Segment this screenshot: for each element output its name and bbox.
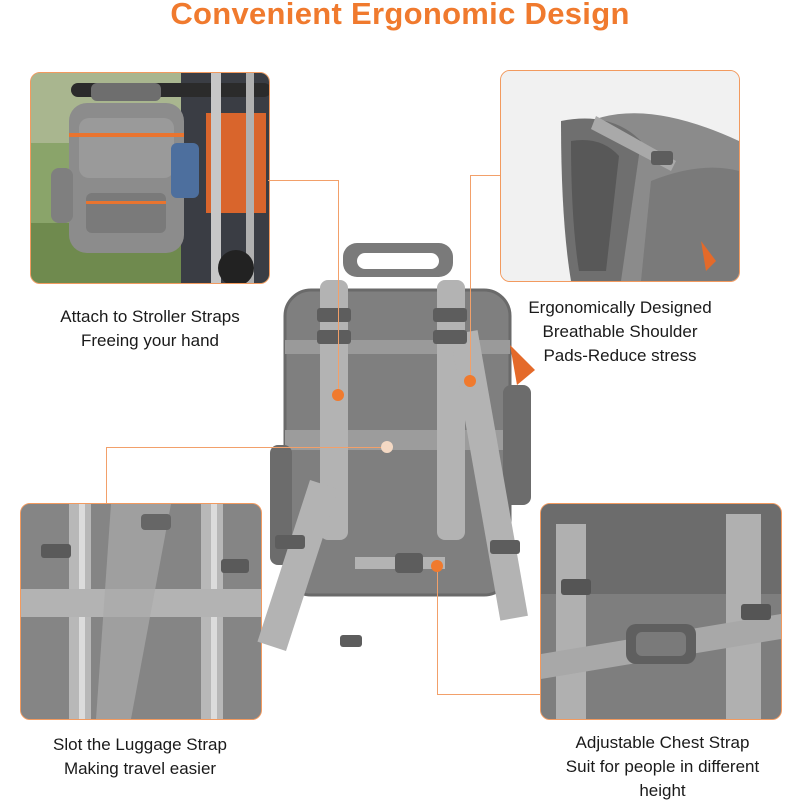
stroller-photo <box>30 72 270 284</box>
backpack-image <box>257 243 535 651</box>
caption-stroller-line-2: Freeing your hand <box>81 331 219 350</box>
caption-luggage-line-1: Slot the Luggage Strap <box>53 735 227 754</box>
caption-shoulder: Ergonomically Designed Breathable Should… <box>495 296 745 368</box>
leader-line-shoulder-v <box>470 175 471 380</box>
shoulder-pad-photo <box>500 70 740 282</box>
leader-line-luggage-h <box>106 447 386 448</box>
caption-chest: Adjustable Chest Strap Suit for people i… <box>540 731 785 803</box>
caption-chest-line-1: Adjustable Chest Strap <box>575 733 750 752</box>
marker-dot-shoulder <box>464 375 476 387</box>
luggage-strap-image <box>21 504 261 719</box>
backpack-back-view <box>255 235 540 675</box>
caption-shoulder-line-3: Pads-Reduce stress <box>543 346 697 365</box>
page-title: Convenient Ergonomic Design <box>170 0 630 31</box>
marker-dot-luggage <box>381 441 393 453</box>
caption-shoulder-line-1: Ergonomically Designed <box>528 298 712 317</box>
caption-luggage-line-2: Making travel easier <box>63 759 217 778</box>
caption-luggage: Slot the Luggage Strap Making travel eas… <box>15 733 265 781</box>
leader-line-luggage-v <box>106 447 107 503</box>
leader-line-shoulder-h <box>470 175 500 176</box>
leader-line-stroller-v <box>338 180 339 395</box>
marker-dot-chest <box>431 560 443 572</box>
leader-line-chest-h <box>437 694 540 695</box>
caption-chest-line-3: height <box>639 781 686 800</box>
caption-stroller-line-1: Attach to Stroller Straps <box>60 307 240 326</box>
chest-strap-image <box>541 504 781 719</box>
luggage-strap-photo <box>20 503 262 720</box>
leader-line-chest-v <box>437 566 438 694</box>
chest-strap-photo <box>540 503 782 720</box>
caption-chest-line-2: Suit for people in different <box>565 757 760 776</box>
leader-line-stroller-h <box>268 180 338 181</box>
caption-stroller: Attach to Stroller Straps Freeing your h… <box>25 305 275 353</box>
shoulder-pad-image <box>501 71 739 281</box>
stroller-image <box>31 73 269 283</box>
marker-dot-stroller <box>332 389 344 401</box>
caption-shoulder-line-2: Breathable Shoulder <box>542 322 698 341</box>
